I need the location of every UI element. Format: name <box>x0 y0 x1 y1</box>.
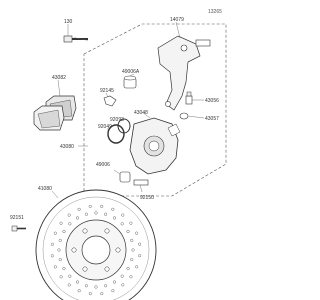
disc-vent-hole <box>75 280 79 284</box>
disc-vent-hole <box>121 283 125 287</box>
disc-vent-hole <box>111 289 115 293</box>
disc-vent-hole <box>100 292 104 296</box>
disc-vent-hole <box>100 204 104 208</box>
disc-vent-hole <box>130 238 134 242</box>
caliper-bracket <box>157 21 211 111</box>
disc-vent-hole <box>53 265 57 269</box>
disc-vent-hole <box>94 211 98 215</box>
disc-vent-hole <box>75 216 79 220</box>
disc-bolt-hole <box>104 228 110 234</box>
seal-92049 <box>107 124 125 144</box>
label-130: 130 <box>64 19 73 25</box>
disc-vent-hole <box>120 274 124 278</box>
disc-vent-hole <box>135 265 139 269</box>
disc-vent-hole <box>58 238 62 242</box>
disc-vent-hole <box>111 207 115 211</box>
label-92093: 92093 <box>110 117 124 123</box>
label-43080: 43080 <box>60 144 74 150</box>
label-43056: 43056 <box>205 98 219 104</box>
disc-vent-hole <box>53 231 57 235</box>
disc-vent-hole <box>112 216 116 220</box>
label-49006A: 49006A <box>122 69 140 75</box>
disc-vent-hole <box>112 280 116 284</box>
disc-vent-hole <box>138 242 142 246</box>
disc-vent-hole <box>84 212 88 216</box>
disc-vent-hole <box>50 254 54 258</box>
disc-vent-hole <box>130 258 134 262</box>
disc-vent-hole <box>59 221 63 225</box>
brake-exploded-diagram: 13265 130 14079 49006A 43082 9214 <box>10 9 227 300</box>
disc-vent-hole <box>57 248 61 252</box>
disc-vent-hole <box>77 289 81 293</box>
disc-vent-hole <box>59 275 63 279</box>
disc-vent-hole <box>126 229 130 233</box>
disc-bolt-hole <box>104 266 110 272</box>
disc-vent-hole <box>135 231 139 235</box>
bleed-valve-43056 <box>185 91 204 105</box>
brake-disc <box>35 189 157 300</box>
label-43082: 43082 <box>52 75 66 81</box>
label-41080: 41080 <box>38 186 52 192</box>
disc-vent-hole <box>126 267 130 271</box>
disc-vent-hole <box>84 284 88 288</box>
label-43048: 43048 <box>134 110 148 116</box>
disc-bolt-hole <box>71 247 77 253</box>
disc-vent-hole <box>68 274 72 278</box>
label-92151: 92151 <box>10 215 24 221</box>
bolt-130 <box>63 24 89 43</box>
disc-bolt-hole <box>82 266 88 272</box>
clip-92145 <box>103 92 117 107</box>
disc-vent-hole <box>129 221 133 225</box>
label-43057: 43057 <box>205 116 219 122</box>
disc-vent-hole <box>104 284 108 288</box>
disc-vent-hole <box>67 283 71 287</box>
disc-vent-hole <box>62 229 66 233</box>
disc-bolt-92151 <box>11 225 26 232</box>
disc-holes <box>50 204 142 296</box>
disc-vent-hole <box>68 222 72 226</box>
disc-vent-hole <box>131 248 135 252</box>
disc-vent-hole <box>104 212 108 216</box>
label-92145: 92145 <box>100 88 114 94</box>
disc-vent-hole <box>88 292 92 296</box>
disc-vent-hole <box>50 242 54 246</box>
label-92150: 92150 <box>140 195 154 201</box>
disc-vent-hole <box>88 204 92 208</box>
boot-49006A <box>123 73 137 89</box>
disc-bolt-holes <box>71 228 121 272</box>
disc-vent-hole <box>67 213 71 217</box>
diagram-ref-code: 13265 <box>208 9 222 15</box>
pin-92150 <box>133 179 149 193</box>
disc-vent-hole <box>94 285 98 289</box>
disc-vent-hole <box>58 258 62 262</box>
caliper-body <box>129 111 181 175</box>
label-49006: 49006 <box>96 162 110 168</box>
cap-43057 <box>179 112 205 120</box>
disc-bolt-hole <box>82 228 88 234</box>
disc-vent-hole <box>129 275 133 279</box>
disc-vent-hole <box>138 254 142 258</box>
disc-vent-hole <box>120 222 124 226</box>
label-92049: 92049 <box>98 124 112 130</box>
boot-49006 <box>113 169 131 183</box>
disc-bolt-hole <box>115 247 121 253</box>
disc-vent-hole <box>77 207 81 211</box>
disc-vent-hole <box>121 213 125 217</box>
brake-pads <box>33 79 77 131</box>
label-14079: 14079 <box>170 17 184 23</box>
disc-vent-hole <box>62 267 66 271</box>
